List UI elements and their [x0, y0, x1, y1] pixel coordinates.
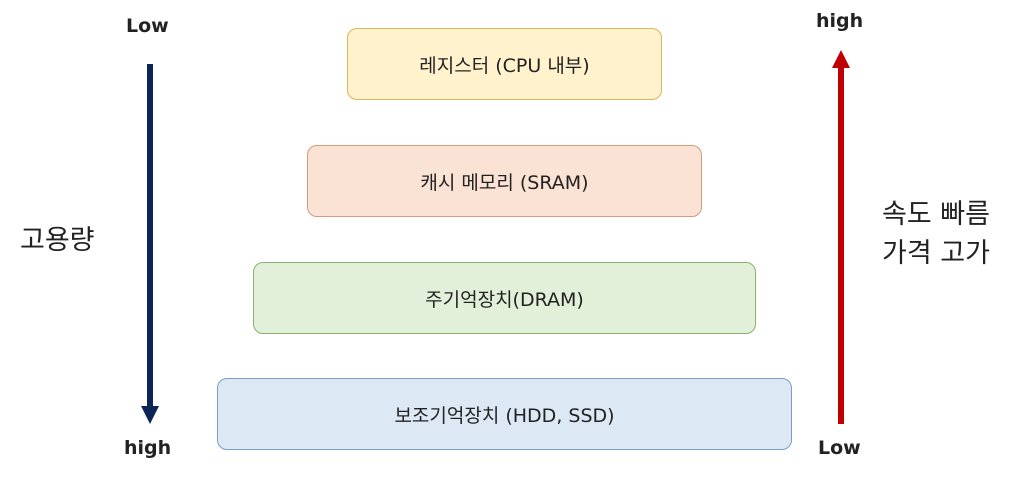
capacity-caption: 고용량 [20, 225, 95, 256]
left-axis-bottom-label: high [124, 437, 172, 459]
layer-secondary-storage: 보조기억장치 (HDD, SSD) [217, 378, 792, 450]
left-axis-top-label: Low [126, 15, 169, 37]
price-caption-line2: 가격 고가 [882, 238, 990, 269]
speed-caption-line1: 속도 빠름 [882, 199, 990, 230]
right-axis-bottom-label: Low [818, 437, 861, 459]
layer-main-memory: 주기억장치(DRAM) [253, 262, 756, 334]
right-axis-top-label: high [816, 10, 864, 32]
capacity-arrow [141, 64, 159, 424]
layer-register: 레지스터 (CPU 내부) [347, 28, 662, 100]
layer-cache-memory: 캐시 메모리 (SRAM) [307, 145, 702, 217]
speed-arrow [832, 50, 850, 424]
